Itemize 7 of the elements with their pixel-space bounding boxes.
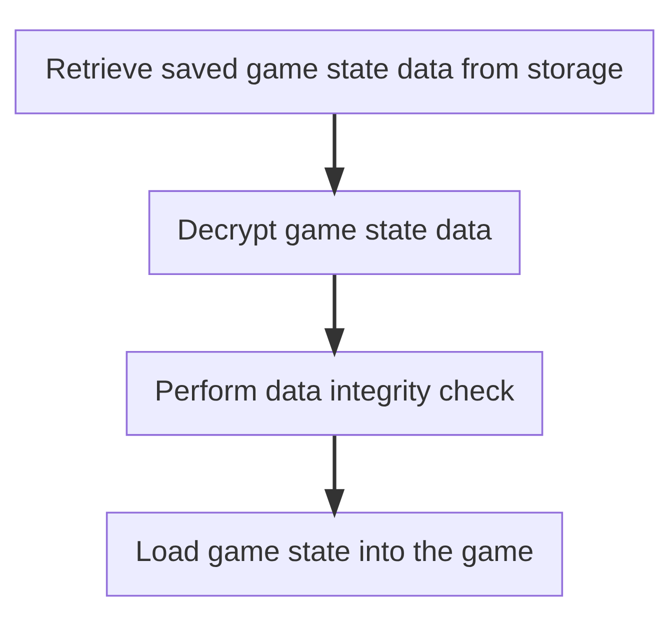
arrow bbox=[324, 114, 345, 196]
node-box: Retrieve saved game state data from storage bbox=[14, 29, 654, 114]
node-box: Perform data integrity check bbox=[126, 350, 544, 436]
node-box: Load game state into the game bbox=[106, 512, 564, 597]
arrow bbox=[324, 274, 345, 358]
node-box: Decrypt game state data bbox=[148, 190, 521, 276]
arrow bbox=[324, 436, 345, 518]
